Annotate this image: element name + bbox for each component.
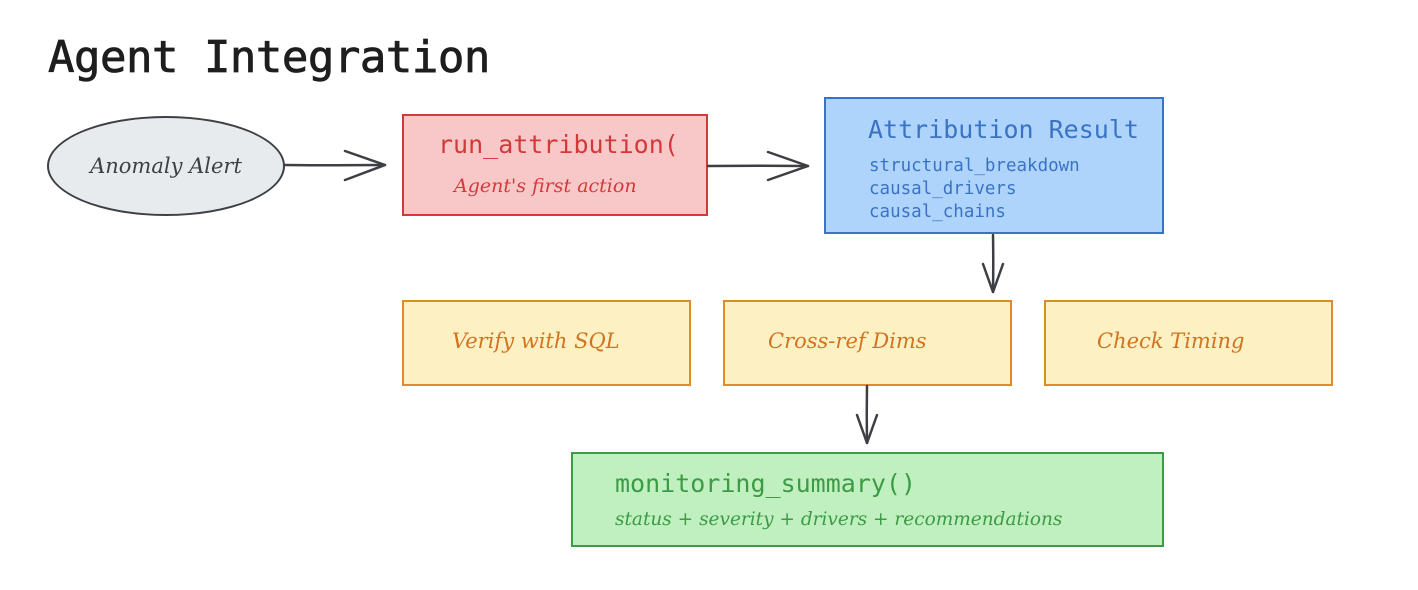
run-attribution-node: run_attribution( Agent's first action [402,114,708,216]
verify-sql-label: Verify with SQL [452,329,620,353]
arrow-crossref-to-summary [855,384,879,445]
monitoring-summary-label: monitoring_summary() [615,469,917,498]
cross-ref-dims-label: Cross-ref Dims [768,329,927,353]
run-attribution-subtitle: Agent's first action [454,175,637,197]
attribution-result-field: structural_breakdown [869,156,1080,176]
check-timing-label: Check Timing [1097,329,1245,353]
monitoring-summary-node: monitoring_summary() status + severity +… [571,452,1164,547]
page-title: Agent Integration [48,32,491,84]
attribution-result-field: causal_chains [869,202,1006,222]
arrow-result-to-crossref [981,233,1005,294]
attribution-result-fields: structural_breakdown causal_drivers caus… [869,155,1080,224]
arrow-attribution-to-result [706,150,810,182]
attribution-result-field: causal_drivers [869,179,1017,199]
arrow-alert-to-attribution [283,149,387,182]
anomaly-alert-label: Anomaly Alert [90,154,242,178]
run-attribution-label: run_attribution( [438,130,679,159]
check-timing-node: Check Timing [1044,300,1333,386]
anomaly-alert-node: Anomaly Alert [47,116,285,216]
attribution-result-node: Attribution Result structural_breakdown … [824,97,1164,234]
verify-sql-node: Verify with SQL [402,300,691,386]
cross-ref-dims-node: Cross-ref Dims [723,300,1012,386]
attribution-result-label: Attribution Result [868,115,1139,144]
monitoring-summary-subtitle: status + severity + drivers + recommenda… [615,509,1063,530]
